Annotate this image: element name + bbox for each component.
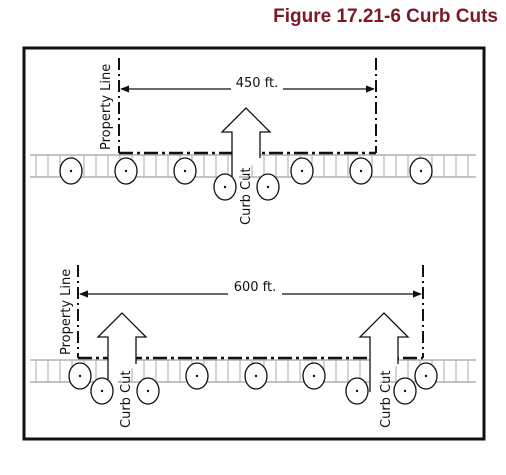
tree-icon [173, 157, 197, 185]
tree-icon [256, 173, 280, 201]
top-curb-cut-label: Curb Cut [239, 168, 254, 225]
tree-icon [185, 362, 209, 390]
tree-icon [68, 362, 92, 390]
tree-icon [59, 157, 83, 185]
bottom-left-curb-cut-label: Curb Cut [119, 371, 134, 428]
tree-icon [345, 377, 369, 405]
bottom-dimension-label-bg [228, 279, 282, 297]
tree-icon [114, 157, 138, 185]
bottom-right-curb-cut-label: Curb Cut [379, 371, 394, 428]
bottom-right-curb-cut-arrow [358, 312, 410, 392]
tree-icon [90, 377, 114, 405]
tree-icon [409, 157, 433, 185]
top-property-line-label: Property Line [99, 64, 114, 150]
top-curb-cut-arrow [220, 107, 272, 183]
bottom-panel: 600 ft. Property Line Curb Cut Curb Cut [30, 265, 476, 428]
tree-icon [244, 362, 268, 390]
top-dimension-label-bg [231, 74, 283, 92]
bottom-left-curb-cut-arrow [96, 312, 148, 392]
bottom-trees [68, 362, 438, 405]
top-panel: 450 ft. Property Line Curb Cut [30, 58, 476, 225]
tree-icon [349, 157, 373, 185]
tree-icon [302, 362, 326, 390]
tree-icon [136, 377, 160, 405]
top-trees [59, 157, 433, 201]
tree-icon [290, 157, 314, 185]
tree-icon [414, 362, 438, 390]
tree-icon [213, 173, 237, 201]
tree-icon [393, 377, 417, 405]
top-dimension-label: 450 ft. [236, 76, 279, 91]
bottom-property-line-label: Property Line [59, 269, 74, 355]
figure-title: Figure 17.21-6 Curb Cuts [273, 6, 498, 27]
bottom-dimension-label: 600 ft. [234, 280, 277, 295]
